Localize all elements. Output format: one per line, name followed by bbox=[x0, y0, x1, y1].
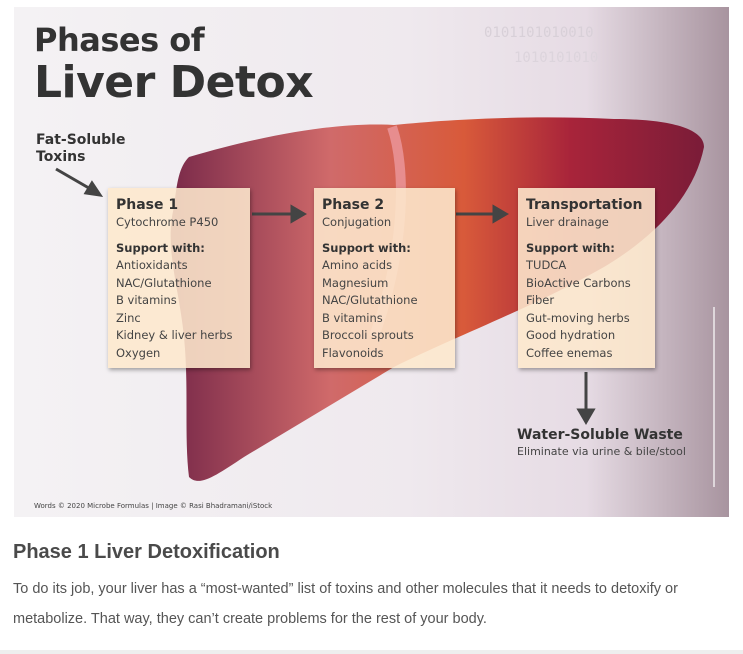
list-item: B vitamins bbox=[116, 293, 177, 307]
list-item: Zinc bbox=[116, 310, 141, 325]
list-item: NAC/Glutathione bbox=[322, 293, 418, 307]
box-subtitle: Cytochrome P450 bbox=[116, 215, 219, 229]
list-item: Coffee enemas bbox=[526, 345, 613, 360]
infographic-title-line2: Liver Detox bbox=[34, 57, 314, 108]
phase2-box: Phase 2 Conjugation Support with: Amino … bbox=[314, 188, 455, 368]
output-subtitle: Eliminate via urine & bile/stool bbox=[517, 445, 686, 458]
list-item: Broccoli sprouts bbox=[322, 328, 414, 342]
list-item: TUDCA bbox=[526, 258, 567, 272]
list-item: Flavonoids bbox=[322, 345, 384, 360]
image-credit: Words © 2020 Microbe Formulas | Image © … bbox=[34, 502, 273, 510]
output-title: Water-Soluble Waste bbox=[517, 427, 683, 443]
divider bbox=[0, 650, 743, 654]
svg-text:0101101010010: 0101101010010 bbox=[484, 25, 594, 41]
box-subtitle: Conjugation bbox=[322, 215, 392, 229]
list-item: Good hydration bbox=[526, 328, 616, 342]
input-label: Fat-Soluble Toxins bbox=[36, 132, 126, 165]
list-item: Fiber bbox=[526, 293, 555, 307]
box-title: Phase 2 bbox=[322, 197, 385, 213]
list-item: Kidney & liver herbs bbox=[116, 328, 233, 342]
support-label: Support with: bbox=[526, 240, 615, 255]
support-label: Support with: bbox=[322, 240, 411, 255]
infographic-title-line1: Phases of bbox=[34, 21, 205, 59]
section-paragraph: To do its job, your liver has a “most-wa… bbox=[13, 581, 678, 627]
list-item: B vitamins bbox=[322, 310, 383, 325]
list-item: Antioxidants bbox=[116, 258, 188, 272]
list-item: Magnesium bbox=[322, 275, 389, 290]
support-label: Support with: bbox=[116, 240, 205, 255]
phase1-box: Phase 1 Cytochrome P450 Support with: An… bbox=[108, 188, 250, 368]
list-item: Oxygen bbox=[116, 345, 161, 360]
list-item: NAC/Glutathione bbox=[116, 275, 212, 290]
liver-detox-infographic: 0101101010010 1010101010 Phases of Liver… bbox=[14, 7, 729, 517]
box-title: Phase 1 bbox=[116, 197, 179, 213]
list-item: Gut-moving herbs bbox=[526, 310, 630, 325]
output-label: Water-Soluble Waste Eliminate via urine … bbox=[517, 427, 686, 458]
transportation-box: Transportation Liver drainage Support wi… bbox=[518, 188, 655, 368]
list-item: Amino acids bbox=[322, 258, 393, 272]
box-title: Transportation bbox=[526, 197, 643, 213]
section-heading: Phase 1 Liver Detoxification bbox=[13, 541, 280, 563]
svg-text:1010101010: 1010101010 bbox=[514, 50, 598, 66]
box-subtitle: Liver drainage bbox=[526, 215, 609, 229]
list-item: BioActive Carbons bbox=[526, 275, 631, 290]
